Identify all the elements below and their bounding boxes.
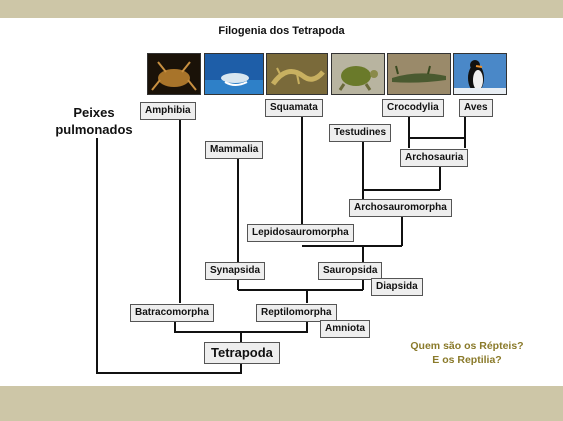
- clade-diapsida: Diapsida: [371, 278, 423, 296]
- diagram-title: Filogenia dos Tetrapoda: [218, 25, 345, 37]
- clade-lepidosauromorpha: Lepidosauromorpha: [247, 224, 354, 242]
- top-band: [0, 0, 563, 18]
- clade-mammalia: Mammalia: [205, 141, 264, 159]
- turtle-photo: [331, 53, 385, 95]
- clade-synapsida: Synapsida: [205, 262, 266, 280]
- outgroup-label-line1: Peixes: [73, 105, 115, 120]
- question-text: Quem são os Répteis? E os Reptilia?: [392, 339, 542, 367]
- clade-archosauria: Archosauria: [400, 149, 469, 167]
- lizard-photo: [266, 53, 328, 95]
- clade-amphibia: Amphibia: [140, 102, 196, 120]
- penguin-photo: [453, 53, 507, 95]
- clade-amniota: Amniota: [320, 320, 370, 338]
- clade-reptilomorpha: Reptilomorpha: [256, 304, 337, 322]
- crocodile-photo: [387, 53, 451, 95]
- clade-batracomorpha: Batracomorpha: [130, 304, 214, 322]
- clade-archosauromorpha: Archosauromorpha: [349, 199, 452, 217]
- outgroup-label: Peixes pulmonados: [44, 104, 144, 138]
- clade-tetrapoda: Tetrapoda: [204, 342, 280, 364]
- frog-photo: [147, 53, 201, 95]
- question-line1: Quem são os Répteis?: [410, 340, 524, 352]
- clade-testudines: Testudines: [329, 124, 392, 142]
- outgroup-label-line2: pulmonados: [55, 122, 133, 137]
- clade-crocodylia: Crocodylia: [382, 99, 444, 117]
- clade-squamata: Squamata: [265, 99, 323, 117]
- bottom-band: [0, 386, 563, 421]
- question-line2: E os Reptilia?: [432, 354, 502, 366]
- clade-aves: Aves: [459, 99, 493, 117]
- dolphin-photo: [204, 53, 264, 95]
- clade-sauropsida: Sauropsida: [318, 262, 383, 280]
